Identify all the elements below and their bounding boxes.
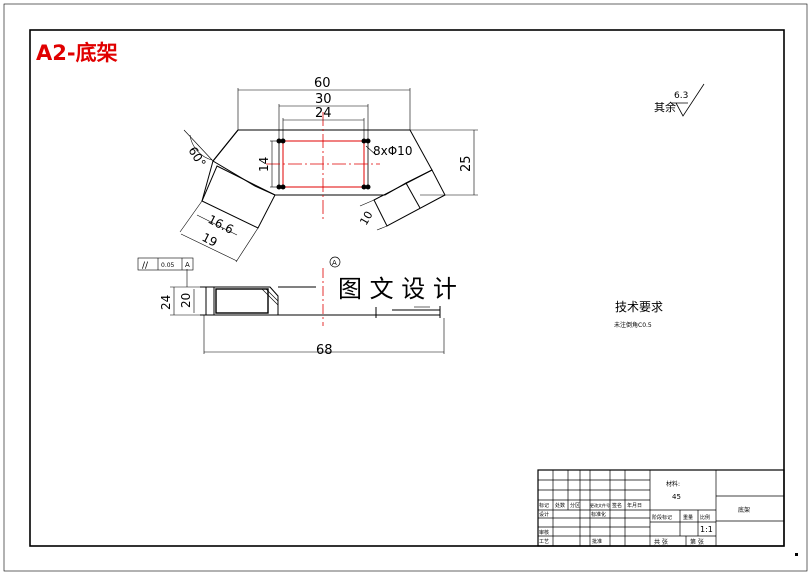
tb-cell-5: 年月日 (627, 502, 642, 509)
tb-cell-2: 分区 (570, 502, 580, 509)
dim-leg-outer: 19 (200, 230, 220, 249)
tech-heading: 技术要求 (615, 300, 663, 314)
tb-scale: 1:1 (700, 525, 713, 534)
tolerance-datum: A (185, 261, 190, 269)
inner-border (29, 29, 785, 547)
svg-text:A: A (332, 259, 337, 267)
datum-marker: A (329, 256, 341, 268)
watermark-bg (334, 270, 478, 302)
tb-cell-9: 重量 (683, 514, 693, 521)
tb-cell-10: 比例 (700, 514, 710, 521)
dim-side-length: 68 (316, 343, 333, 358)
tb-cell-4: 签名 (612, 502, 622, 509)
side-dimension-lines (170, 269, 445, 354)
side-view (200, 286, 441, 318)
tb-cell-0: 标记 (539, 502, 549, 509)
tb-material-label: 材料: (666, 480, 680, 488)
dim-rect-height: 14 (257, 157, 271, 172)
tolerance-symbol: // (142, 261, 149, 271)
tb-cell-3: 更改文件号 (590, 502, 610, 508)
tb-cell-11: 审核 (539, 529, 549, 536)
dim-inner-width: 24 (315, 106, 332, 121)
tb-cell-1: 处数 (555, 502, 565, 509)
watermark-text: 图 文 设 计 (338, 275, 457, 303)
dim-mid-width: 30 (315, 92, 332, 107)
corner-mark (795, 553, 798, 556)
dim-top-width: 60 (314, 76, 331, 91)
dim-side-inner: 20 (179, 293, 193, 308)
tb-cell-13: 批准 (592, 538, 602, 545)
tb-cell-6: 设计 (539, 511, 549, 518)
outer-border (3, 3, 808, 572)
dim-holes: 8xΦ10 (373, 144, 412, 158)
title-block (537, 469, 785, 547)
tb-cell-14: 共 张 (654, 538, 668, 546)
dim-side-height: 24 (159, 295, 173, 310)
roughness-label: 其余 (654, 100, 676, 114)
dim-tab: 10 (357, 209, 375, 228)
tb-cell-8: 阶段标记 (652, 514, 672, 521)
tech-note: 未注倒角C0.5 (614, 321, 652, 329)
tb-cell-12: 工艺 (539, 539, 549, 545)
dim-height: 25 (459, 155, 474, 172)
tb-cell-7: 标准化 (591, 511, 606, 518)
tb-cell-15: 第 张 (690, 538, 704, 546)
tb-part-name: 底架 (738, 506, 750, 514)
roughness-symbol (671, 83, 705, 117)
top-dimension-lines (179, 88, 478, 263)
tb-material-value: 45 (672, 493, 681, 501)
drawing-title: A2-底架 (36, 41, 118, 65)
centerlines (266, 112, 380, 326)
tolerance-value: 0.05 (161, 262, 175, 269)
tolerance-frame (137, 257, 194, 271)
dim-angle: 60° (185, 144, 208, 169)
roughness-value: 6.3 (674, 91, 688, 101)
